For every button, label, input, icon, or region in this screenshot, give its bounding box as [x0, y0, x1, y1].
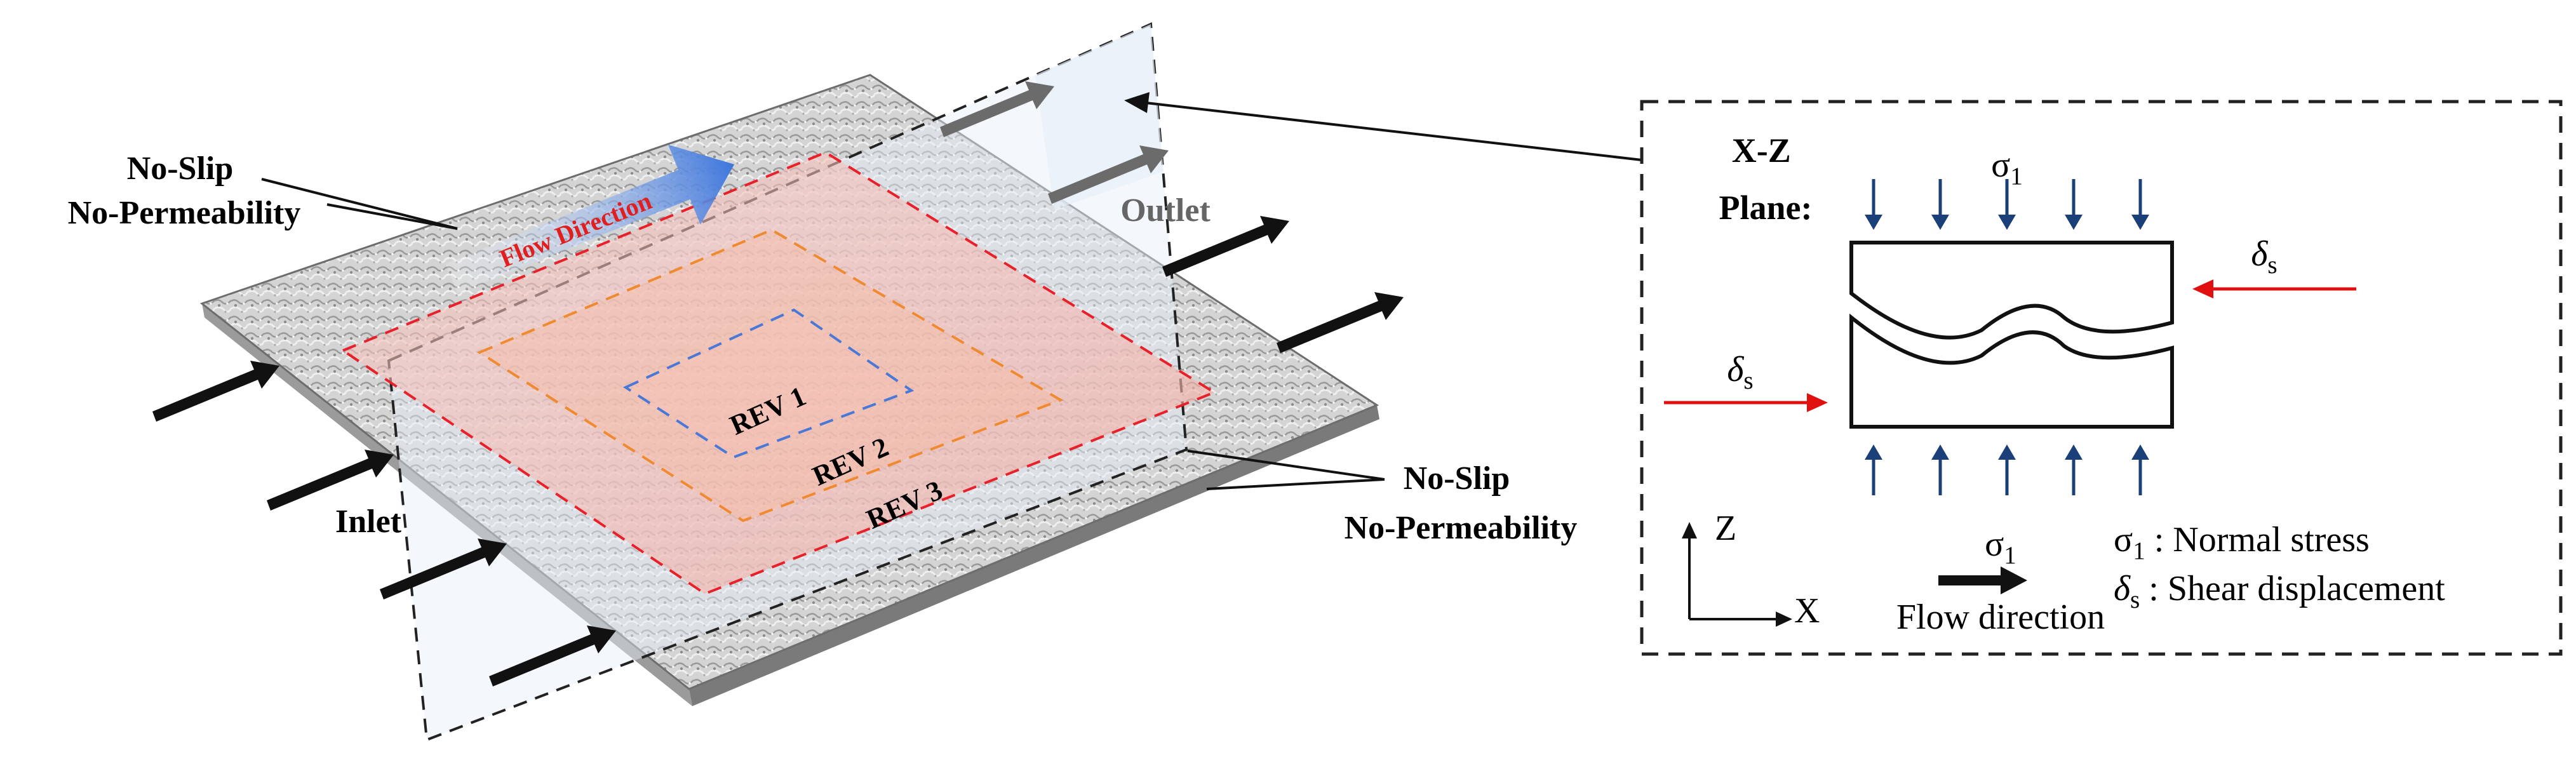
sigma-top-label: σ1 — [1991, 145, 2023, 190]
panel-title: X-Z Plane: — [1719, 131, 1813, 227]
no-slip-top-leaders — [261, 178, 458, 230]
panel-flow-direction-label: Flow direction — [1896, 598, 2105, 637]
no-slip-top-label: No-Slip No-Permeability — [68, 150, 301, 231]
xz-plane-panel: X-Z Plane: σ1 — [1640, 100, 2563, 656]
inlet-arrows — [152, 361, 616, 686]
shear-arrow-left — [1664, 393, 1828, 412]
delta-right-label: δs — [2251, 234, 2277, 279]
rev3-region — [340, 150, 1218, 596]
normal-stress-arrows-bottom — [1865, 445, 2149, 495]
panel-border — [1640, 100, 2563, 656]
panel-connector-arrow — [1124, 92, 1642, 161]
normal-stress-arrows-top — [1865, 179, 2149, 230]
flow-sigma-label: σ1 — [1985, 525, 2016, 569]
rev1-region — [622, 308, 915, 459]
inlet-label: Inlet — [335, 504, 402, 540]
axis-z-label: Z — [1715, 509, 1736, 548]
xz-axes — [1682, 522, 1792, 627]
panel-flow-arrow — [1938, 566, 2027, 594]
outlet-label: Outlet — [1120, 192, 1211, 229]
outlet-arrows — [940, 81, 1169, 204]
legend-shear-displacement: δs : Shear displacement — [2114, 569, 2445, 613]
no-slip-bottom-label: No-Slip No-Permeability — [1345, 460, 1578, 546]
no-slip-bottom-leaders — [1187, 450, 1385, 490]
fracture-sample — [1849, 241, 2174, 429]
axis-x-label: X — [1794, 591, 1820, 631]
legend-normal-stress: σ1 : Normal stress — [2114, 520, 2370, 565]
outlet-side-arrows — [1162, 216, 1404, 353]
shear-arrow-right — [2192, 279, 2356, 298]
delta-left-label: δs — [1727, 350, 1753, 394]
rev2-region — [476, 228, 1064, 523]
